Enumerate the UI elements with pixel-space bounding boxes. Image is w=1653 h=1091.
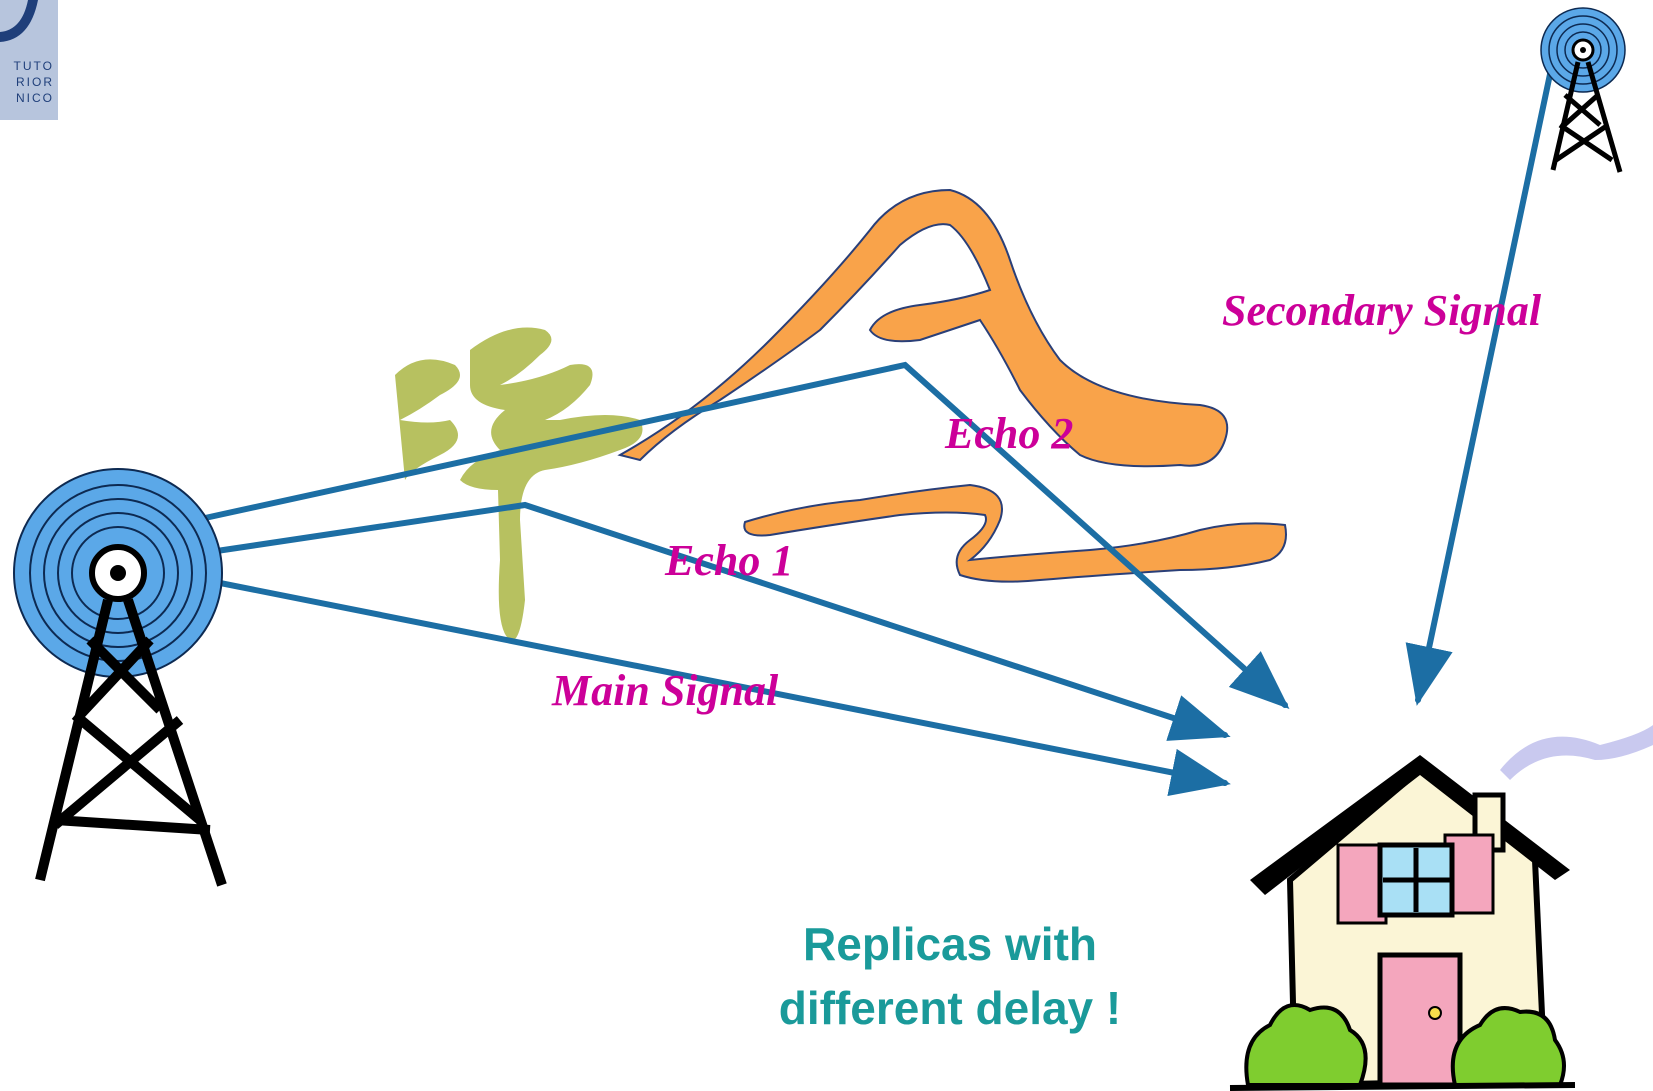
echo-2-path — [202, 361, 1290, 710]
bush-icon — [1244, 1003, 1566, 1087]
caption-line-2: different delay ! — [778, 982, 1122, 1034]
main-signal-arrow — [202, 577, 1231, 796]
institution-logo: TUTO RIOR NICO — [0, 0, 58, 120]
replicas-caption: Replicas with different delay ! — [740, 912, 1160, 1040]
house-illustration — [1229, 725, 1653, 1091]
echo-1-path — [207, 501, 1231, 741]
main-signal-label: Main Signal — [552, 666, 779, 715]
logo-emblem-icon — [0, 0, 38, 42]
door-icon — [1377, 952, 1463, 1088]
secondary-signal-arrow — [1405, 57, 1556, 706]
secondary-transmitter-tower-icon — [1540, 7, 1626, 173]
tree-illustration — [395, 327, 643, 641]
roof — [1250, 755, 1570, 895]
caption-line-1: Replicas with — [803, 918, 1097, 970]
logo-line-2: RIOR — [16, 75, 54, 89]
signal-paths — [202, 57, 1556, 796]
logo-line-3: NICO — [16, 91, 54, 105]
mountain-illustration — [617, 188, 1287, 583]
secondary-signal-label: Secondary Signal — [1222, 286, 1542, 335]
smoke — [1500, 725, 1653, 780]
window-icon — [1336, 833, 1495, 925]
logo-text: TUTO RIOR NICO — [0, 58, 54, 106]
main-transmitter-tower-icon — [13, 468, 227, 887]
echo-2-label: Echo 2 — [945, 409, 1074, 458]
echo-1-label: Echo 1 — [665, 536, 794, 585]
logo-line-1: TUTO — [13, 59, 54, 73]
